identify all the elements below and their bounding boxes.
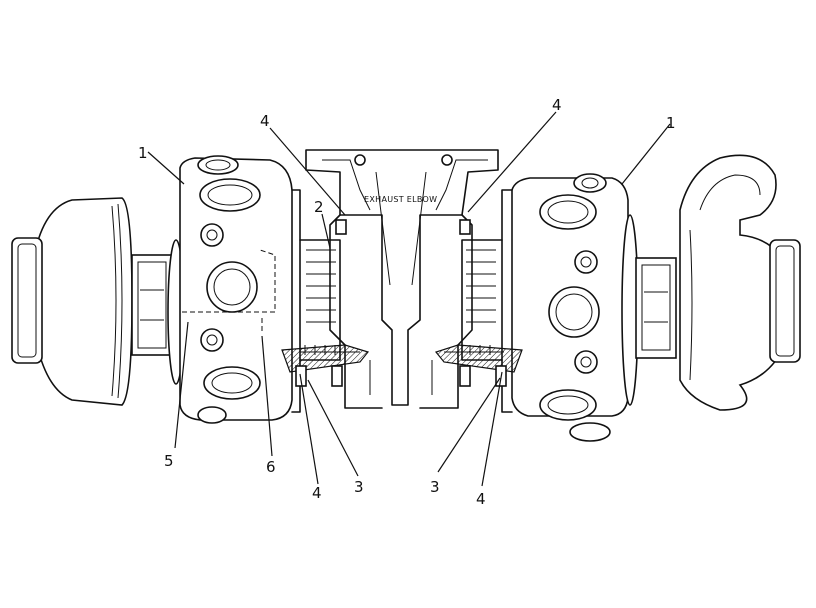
callout-4-right-top: 4 — [552, 96, 562, 114]
callout-3-right: 3 — [430, 478, 440, 496]
callout-3-left: 3 — [354, 478, 364, 496]
callout-4-left-top: 4 — [260, 112, 270, 130]
callout-1-right: 1 — [666, 114, 676, 132]
callout-5: 5 — [164, 452, 174, 470]
exhaust-elbow — [305, 149, 499, 409]
callout-4-left-bottom: 4 — [312, 484, 322, 502]
callout-2: 2 — [314, 198, 324, 216]
callout-1-left: 1 — [138, 144, 148, 162]
leader-lines — [147, 111, 671, 487]
exhaust-elbow-label: EXHAUST ELBOW — [364, 195, 437, 204]
callout-6: 6 — [266, 458, 276, 476]
right-turbocharger — [434, 154, 801, 442]
callout-4-right-bottom: 4 — [476, 490, 486, 508]
left-turbocharger — [11, 155, 370, 424]
